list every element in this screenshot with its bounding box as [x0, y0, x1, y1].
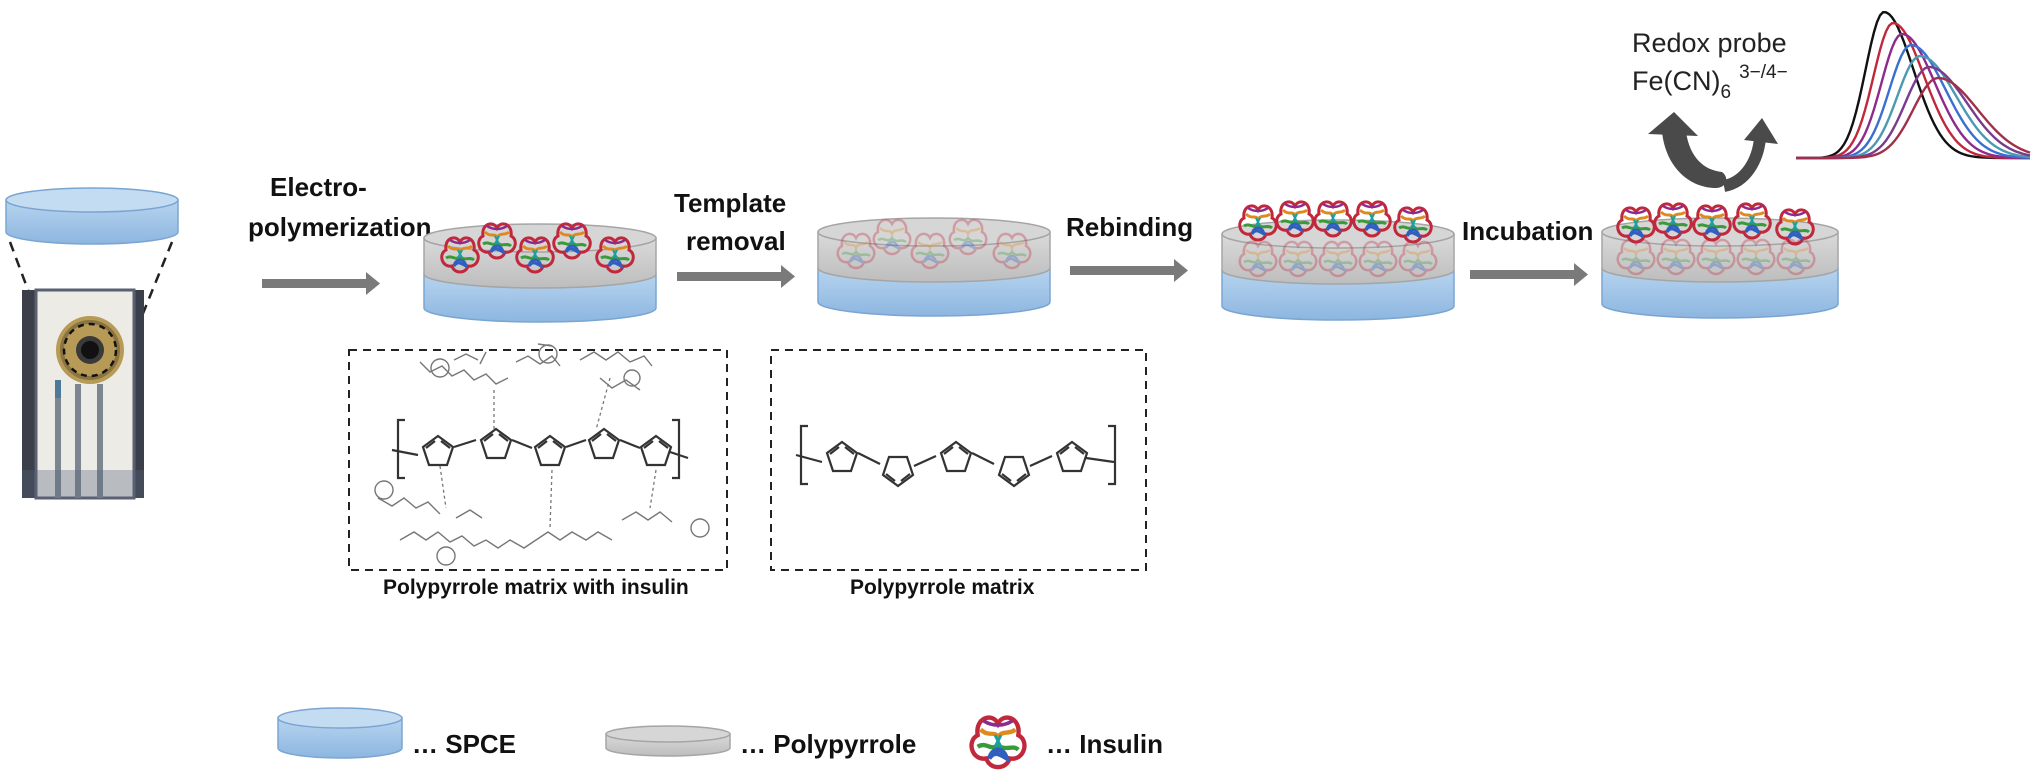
arrow-template-removal	[677, 265, 795, 288]
legend-label-insulin: … Insulin	[1046, 729, 1163, 759]
redox-cycle-arrow	[1648, 112, 1778, 192]
electrode-with-polymer-and-insulin	[423, 222, 657, 323]
step-label-electropolymerization-line1: Electro-	[270, 172, 367, 202]
electrode-with-imprinted-cavities	[817, 217, 1051, 317]
arrow-electropolymerization	[262, 272, 380, 295]
electrode-after-rebinding	[1221, 200, 1455, 321]
spce-electrode-photo	[22, 288, 144, 500]
voltammogram-curves	[1796, 10, 2031, 160]
arrow-incubation	[1470, 263, 1588, 286]
legend-polypyrrole-swatch	[605, 725, 731, 757]
redox-probe-formula: Fe(CN)63−/4−	[1632, 62, 1788, 103]
matrix-box	[770, 349, 1147, 571]
legend: … SPCE … Polypyrrole … Insulin	[277, 707, 1163, 768]
caption-matrix-with-insulin: Polypyrrole matrix with insulin	[383, 576, 689, 599]
polypyrrole-insulin-structure	[374, 343, 710, 566]
matrix-with-insulin-box	[348, 349, 728, 571]
bare-spce-disk	[5, 187, 179, 245]
redox-probe-label: Redox probe	[1632, 28, 1787, 58]
legend-insulin-icon	[972, 718, 1025, 768]
polypyrrole-structure	[795, 424, 1117, 488]
step-label-incubation: Incubation	[1462, 216, 1593, 246]
step-label-rebinding: Rebinding	[1066, 212, 1193, 242]
caption-matrix: Polypyrrole matrix	[850, 576, 1035, 599]
step-label-template-removal-line2: removal	[686, 226, 786, 256]
voltammogram-curve	[1796, 76, 2031, 160]
legend-label-spce: … SPCE	[412, 729, 516, 759]
legend-label-polypyrrole: … Polypyrrole	[740, 729, 916, 759]
step-label-electropolymerization-line2: polymerization	[248, 212, 431, 242]
arrow-rebinding	[1070, 259, 1188, 282]
legend-spce-swatch	[277, 707, 403, 759]
step-label-template-removal-line1: Template	[674, 188, 786, 218]
electrode-after-incubation	[1601, 202, 1839, 319]
